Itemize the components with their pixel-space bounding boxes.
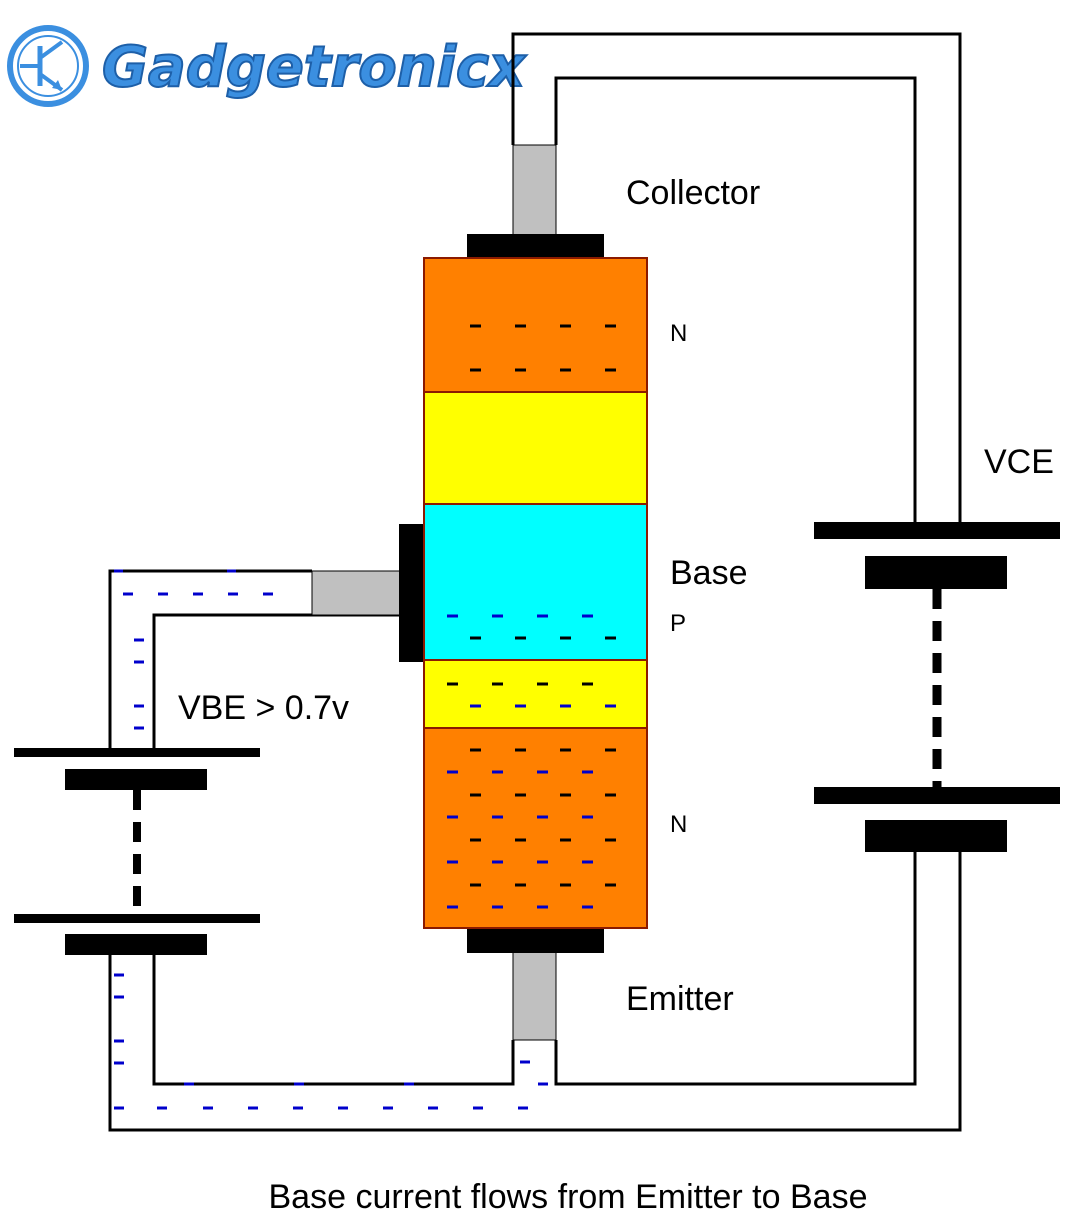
battery-vbe-icon bbox=[14, 748, 260, 955]
n-bottom-label: N bbox=[670, 811, 687, 838]
base-terminal bbox=[311, 570, 401, 616]
vce-label: VCE bbox=[984, 443, 1054, 481]
emitter-n-region bbox=[423, 727, 648, 929]
base-label: Base bbox=[670, 554, 748, 592]
p-label: P bbox=[670, 610, 686, 637]
emitter-contact bbox=[467, 929, 604, 953]
logo-text: Gadgetronicx bbox=[102, 35, 527, 100]
collector-contact bbox=[467, 234, 604, 258]
emitter-label: Emitter bbox=[626, 980, 734, 1018]
majority-carriers bbox=[447, 324, 616, 887]
electron-flow bbox=[114, 569, 616, 1110]
collector-label: Collector bbox=[626, 174, 760, 212]
base-contact bbox=[399, 524, 425, 662]
emitter-terminal bbox=[512, 951, 557, 1041]
battery-vce-icon bbox=[814, 522, 1060, 852]
logo: Gadgetronicx bbox=[7, 25, 528, 107]
n-top-label: N bbox=[670, 320, 687, 347]
transistor-logo-icon bbox=[7, 25, 89, 107]
caption: Base current flows from Emitter to Base bbox=[269, 1178, 868, 1216]
base-p-region bbox=[423, 503, 648, 661]
emitter-depletion-region bbox=[423, 659, 648, 729]
vbe-label: VBE > 0.7v bbox=[178, 689, 349, 727]
collector-terminal bbox=[512, 144, 557, 236]
semiconductor-stack bbox=[423, 257, 648, 929]
collector-depletion-region bbox=[423, 391, 648, 505]
